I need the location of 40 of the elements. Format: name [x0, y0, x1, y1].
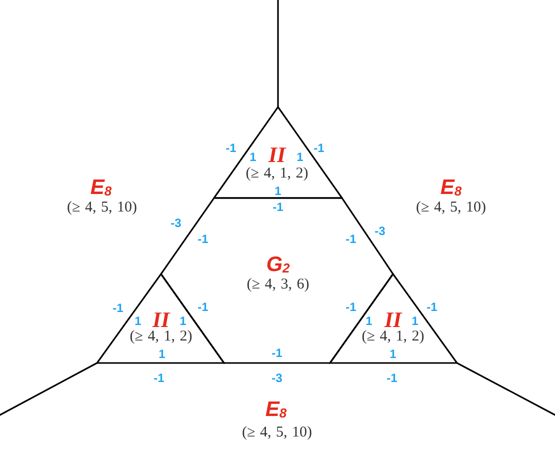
number-label: -1: [314, 141, 324, 155]
number-label: -1: [346, 300, 356, 314]
boundary-line: [0, 362, 98, 417]
region-label: G$_{2}$: [266, 253, 290, 277]
region-label: E$_{8}$: [440, 176, 462, 200]
number-label: -1: [426, 300, 438, 314]
tuple-label: (≥ 4, 5, 10): [67, 200, 137, 216]
triangle-region: [329, 273, 458, 364]
number-label: 1: [412, 314, 418, 328]
triangle-region: [96, 273, 225, 364]
region-label: E$_{8}$: [265, 398, 287, 422]
number-label: 1: [158, 346, 166, 360]
region-label: E$_{8}$: [90, 176, 112, 200]
number-label: 1: [274, 184, 282, 198]
number-label: -1: [272, 346, 282, 360]
number-label: -3: [272, 371, 282, 385]
tuple-label: (≥ 4, 5, 10): [242, 424, 312, 442]
number-label: -3: [374, 224, 386, 238]
tuple-label: (≥ 4, 5, 10): [416, 200, 486, 216]
number-label: -1: [112, 301, 124, 315]
number-label: 1: [180, 314, 186, 328]
number-label: 1: [296, 150, 304, 164]
boundary-line: [456, 362, 555, 417]
tuple-label: (≥ 4, 3, 6): [246, 276, 310, 293]
region-label: II: [267, 142, 287, 168]
number-label: 1: [390, 346, 396, 360]
number-label: 1: [250, 150, 256, 164]
number-label: -1: [198, 232, 208, 246]
boundary-line: [277, 0, 279, 107]
number-label: -1: [346, 232, 356, 246]
number-label: 1: [366, 314, 372, 328]
number-label: -1: [272, 200, 284, 214]
triangle-region: [213, 106, 343, 199]
number-label: -1: [154, 371, 164, 385]
number-label: -1: [198, 300, 208, 314]
number-label: -1: [386, 371, 398, 385]
number-label: -3: [170, 216, 182, 230]
number-label: 1: [134, 314, 142, 328]
tuple-label: (≥ 4, 1, 2): [246, 166, 308, 182]
number-label: -1: [226, 141, 236, 155]
